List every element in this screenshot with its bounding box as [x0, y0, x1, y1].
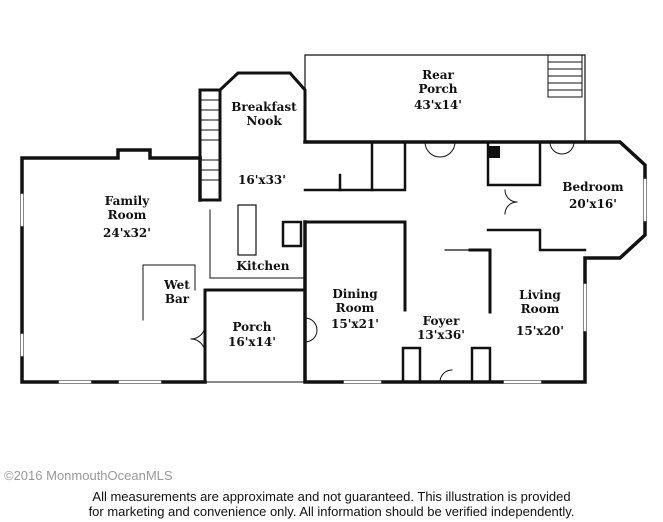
stair-treads: [199, 99, 221, 181]
size-rear-porch: 43'x14': [414, 98, 462, 112]
kitchen-island: [237, 204, 257, 256]
size-porch: 16'x14': [228, 335, 276, 349]
porch-steps-lines: [547, 61, 583, 91]
watermark: ©2016 MonmouthOceanMLS: [4, 468, 173, 483]
disclaimer-line-1: All measurements are approximate and not…: [92, 489, 571, 504]
size-breakfast-nook: 16'x33': [238, 173, 286, 187]
disclaimer-line-2: for marketing and convenience only. All …: [88, 504, 575, 519]
size-family-room: 24'x32': [103, 226, 151, 240]
label-porch: Porch: [232, 320, 271, 334]
size-foyer: 13'x36': [417, 328, 465, 342]
rear-wall: [303, 140, 647, 384]
family-room-walls: [20, 148, 207, 384]
label-foyer: Foyer: [423, 314, 460, 328]
size-bedroom: 20'x16': [569, 197, 617, 211]
stair-walls: [198, 88, 222, 202]
wet-bar-counter: [142, 264, 196, 321]
breakfast-nook-walls: [217, 71, 307, 144]
size-living-room: 15'x20': [516, 324, 564, 338]
label-kitchen: Kitchen: [237, 259, 290, 273]
size-dining-room: 15'x21': [331, 317, 379, 331]
label-bedroom: Bedroom: [562, 180, 623, 194]
